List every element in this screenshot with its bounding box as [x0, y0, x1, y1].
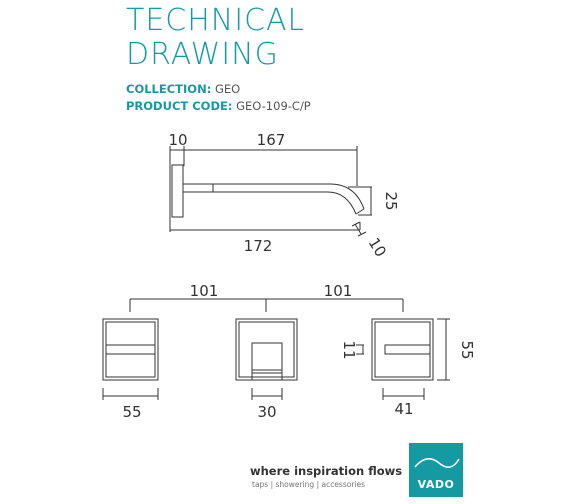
dim-spout-length: 167 — [257, 131, 286, 149]
tagline-sub: taps | showering | accessories — [252, 480, 366, 489]
dim-left-width: 55 — [122, 403, 141, 421]
dim-total-length: 172 — [244, 237, 273, 255]
right-handle — [384, 344, 431, 355]
technical-drawing: 10 167 25 172 10 101 101 55 30 11 55 41 — [102, 131, 476, 421]
front-view — [102, 298, 450, 400]
wave-icon — [414, 458, 460, 468]
center-plate-inner — [238, 321, 295, 378]
product-code-value: GEO-109-C/P — [236, 99, 311, 113]
dim-backplate: 10 — [168, 131, 187, 149]
dim-center-width: 30 — [257, 403, 276, 421]
backplate — [171, 164, 184, 218]
collection-label: COLLECTION: — [126, 82, 212, 96]
dim-tip-b — [357, 231, 367, 237]
dim-spacing-right: 101 — [324, 282, 353, 300]
dim-right-width: 41 — [394, 400, 413, 418]
tagline: where inspiration flows — [250, 464, 403, 478]
vado-logo: VADO — [409, 443, 463, 497]
right-plate-inner — [374, 321, 431, 378]
dim-right-height: 55 — [458, 340, 476, 359]
dim-spacing-left: 101 — [190, 282, 219, 300]
logo-text: VADO — [417, 478, 455, 491]
dim-handle-gap: 11 — [340, 340, 358, 359]
product-code-row: PRODUCT CODE: GEO-109-C/P — [126, 99, 311, 113]
center-plate — [235, 318, 298, 381]
left-handle — [105, 344, 156, 355]
left-plate-inner — [105, 321, 156, 378]
right-plate — [371, 318, 434, 381]
outlet-tip — [355, 208, 365, 215]
dim-outlet-height: 25 — [382, 191, 400, 210]
spout-collar — [182, 183, 214, 193]
center-spout — [251, 342, 283, 374]
collection-value: GEO — [214, 82, 241, 96]
left-plate — [102, 318, 159, 381]
center-spout-base — [251, 369, 283, 381]
dim-tip-line — [354, 223, 362, 235]
collection-row: COLLECTION: GEO — [126, 82, 241, 96]
dim-outlet-tip: 10 — [365, 234, 390, 260]
product-code-label: PRODUCT CODE: — [126, 99, 233, 113]
side-view — [169, 146, 372, 237]
dim-tip-a — [351, 221, 361, 227]
spout — [213, 183, 365, 215]
title-line-1: TECHNICAL — [126, 3, 306, 38]
title-line-2: DRAWING — [126, 37, 279, 72]
